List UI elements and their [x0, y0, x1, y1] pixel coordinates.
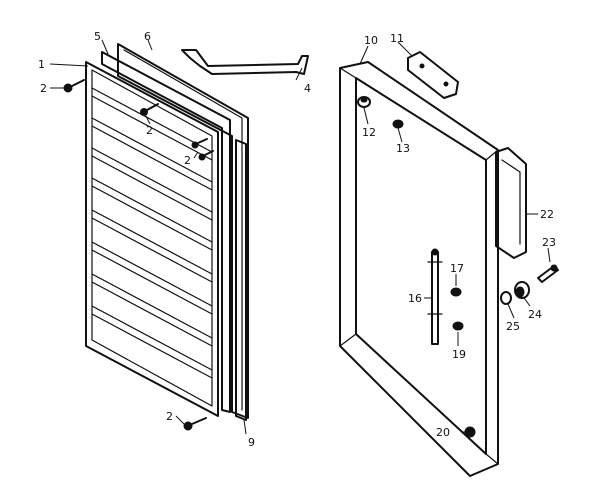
hinge-hole — [443, 81, 449, 87]
outer-door-rim — [339, 67, 499, 465]
screw-icon — [191, 138, 208, 149]
callout-22: 22 — [540, 208, 554, 221]
door-gasket-inner-edge — [123, 49, 243, 411]
callout-16: 16 — [408, 292, 422, 305]
door-liner-panel — [85, 61, 219, 417]
gasket-strip — [235, 139, 247, 421]
callout-11: 11 — [390, 32, 404, 45]
callout-2: 2 — [166, 410, 173, 423]
leader-lines — [49, 39, 551, 435]
callout-9: 9 — [248, 436, 255, 449]
callout-19: 19 — [452, 348, 466, 361]
callout-2: 2 — [184, 154, 191, 167]
callout-2: 2 — [146, 124, 153, 137]
latch-pin-icon — [537, 264, 559, 283]
door-liner-assembly — [63, 43, 249, 431]
top-hinge — [407, 51, 459, 99]
screw-icon — [464, 426, 476, 438]
callout-25: 25 — [506, 320, 520, 333]
door-gasket-outer — [117, 43, 249, 419]
callout-13: 13 — [396, 142, 410, 155]
door-handle-bar — [181, 49, 309, 75]
callout-10: 10 — [364, 34, 378, 47]
breaker-strip — [101, 51, 231, 413]
plug-icon — [452, 321, 464, 331]
hinge-hole — [419, 63, 425, 69]
callout-1: 1 — [38, 58, 45, 71]
outer-door-panel — [339, 61, 499, 477]
callout-17: 17 — [450, 262, 464, 275]
screw-icon — [198, 150, 214, 161]
callout-24: 24 — [528, 308, 542, 321]
door-stop-bracket — [495, 147, 527, 259]
screw-icon — [183, 417, 207, 431]
outer-door-frame — [339, 61, 499, 477]
screw-icon — [140, 103, 159, 116]
hinge-bushing-icon — [357, 96, 371, 108]
washer-icon — [500, 291, 512, 305]
latch-rod — [427, 248, 443, 345]
callout-5: 5 — [94, 30, 101, 43]
screw-icon — [63, 79, 85, 93]
callout-6: 6 — [144, 30, 151, 43]
plug-icon — [392, 119, 404, 129]
callout-20: 20 — [436, 426, 450, 439]
callout-4: 4 — [304, 82, 311, 95]
liner-shelf-ribs — [91, 87, 213, 379]
plug-icon — [450, 287, 462, 297]
callout-labels: 1 2 5 6 2 2 4 2 9 10 11 12 13 22 23 16 1… — [38, 30, 556, 449]
callout-12: 12 — [362, 126, 376, 139]
latch-knob-icon — [514, 281, 530, 299]
callout-23: 23 — [542, 236, 556, 249]
callout-2: 2 — [40, 82, 47, 95]
